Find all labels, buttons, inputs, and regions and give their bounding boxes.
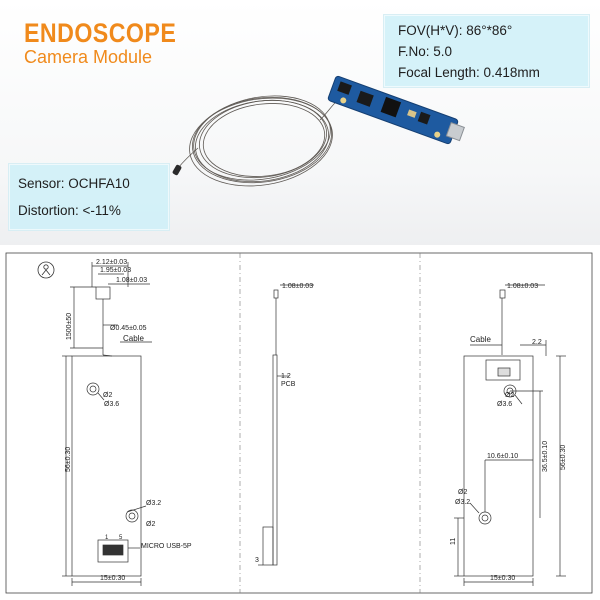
side-connector-h: 3	[255, 557, 259, 564]
right-hole-b1: Ø2	[458, 489, 467, 496]
left-hole-a1: Ø2	[103, 392, 112, 399]
spec-focal-length: Focal Length: 0.418mm	[398, 65, 540, 80]
left-dim-top3: 1.08±0.03	[116, 277, 147, 284]
product-photo-area: ENDOSCOPE Camera Module FOV(H*V): 86°*8	[0, 0, 600, 245]
right-dim-top: 1.08±0.03	[507, 283, 538, 290]
left-cable-label: Cable	[123, 334, 144, 343]
left-dim-top2: 1.95±0.03	[100, 267, 131, 274]
spec-box-optics: FOV(H*V): 86°*86° F.No: 5.0 Focal Length…	[383, 14, 590, 88]
right-offset: 2.2	[532, 339, 542, 346]
left-width: 15±0.30	[100, 575, 125, 582]
right-hole-b2: Ø3.2	[455, 499, 470, 506]
spec-fov: FOV(H*V): 86°*86°	[398, 23, 513, 38]
left-connector: MICRO USB-5P	[141, 543, 192, 550]
side-pcb-label: PCB	[281, 381, 296, 388]
spec-distortion: Distortion: <-11%	[18, 203, 121, 218]
right-view	[454, 284, 566, 586]
title-endoscope: ENDOSCOPE	[24, 18, 177, 48]
left-pin1: 1	[105, 535, 109, 541]
left-dim-top1: 2.12±0.03	[96, 259, 127, 266]
left-hole-a2: Ø3.6	[104, 401, 119, 408]
side-view	[258, 284, 314, 566]
safety-icon	[37, 261, 55, 279]
left-cable-dia: Ø0.45±0.05	[110, 325, 147, 332]
side-dim-top: 1.08±0.03	[282, 283, 313, 290]
left-hole-b1: Ø3.2	[146, 500, 161, 507]
right-width: 15±0.30	[490, 575, 515, 582]
spec-box-sensor: Sensor: OCHFA10 Distortion: <-11%	[8, 163, 170, 231]
left-cable-length: 1500±50	[66, 313, 73, 340]
product-illustration	[172, 75, 465, 187]
drawing-frame	[5, 252, 593, 594]
right-bottom: 11	[450, 538, 457, 545]
right-cable-label: Cable	[470, 335, 491, 344]
left-hole-b2: Ø2	[146, 521, 155, 528]
right-dim-b: 36.5±0.10	[542, 441, 549, 472]
title-camera-module: Camera Module	[24, 47, 153, 67]
spec-fno: F.No: 5.0	[398, 44, 453, 59]
spec-sensor: Sensor: OCHFA10	[18, 176, 130, 191]
right-height: 56±0.30	[560, 445, 567, 470]
technical-drawing: 2.12±0.03 1.95±0.03 1.08±0.03 1500±50 Ø0…	[5, 252, 593, 594]
pcb-board	[327, 75, 465, 145]
cable-coil	[177, 94, 346, 187]
side-pcb-thk: 1.2	[281, 373, 291, 380]
left-height: 56±0.30	[65, 447, 72, 472]
right-hole-a1: Ø2	[505, 392, 514, 399]
right-dim-c: 10.6±0.10	[487, 453, 518, 460]
camera-tip	[172, 164, 182, 176]
left-view	[62, 262, 152, 586]
right-hole-a2: Ø3.6	[497, 401, 512, 408]
left-pin5: 5	[119, 535, 123, 541]
